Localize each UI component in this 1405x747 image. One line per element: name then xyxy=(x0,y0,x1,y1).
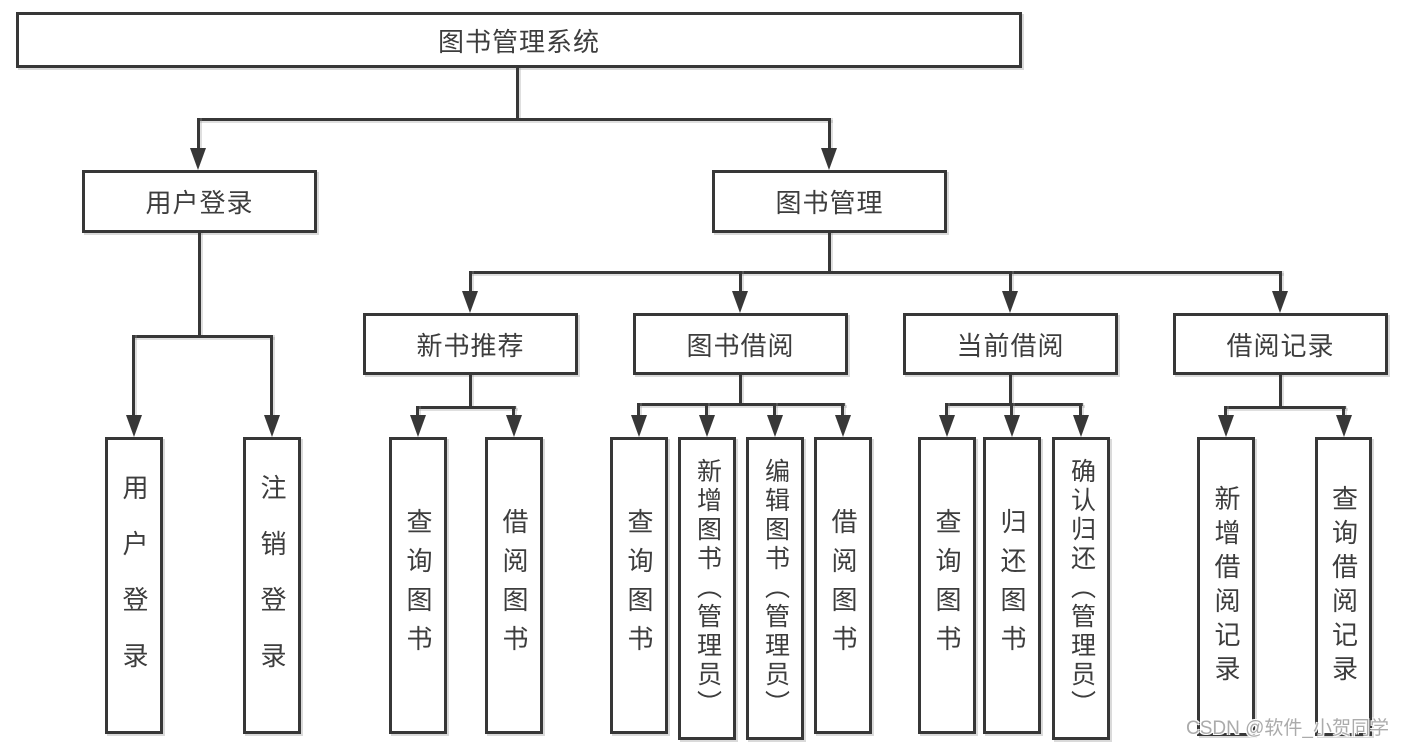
arrowhead-down-icon xyxy=(767,415,783,437)
arrowhead-down-icon xyxy=(1272,291,1288,313)
connector-v xyxy=(1342,406,1345,417)
connector-v xyxy=(1279,271,1282,293)
arrowhead-down-icon xyxy=(190,148,206,170)
connector-v xyxy=(516,68,519,118)
connector-h xyxy=(197,118,831,121)
connector-h xyxy=(469,271,1282,274)
leaf-query-borrow-record: 查询借阅记录 xyxy=(1315,437,1372,736)
leaf-borrow-books: 借阅图书 xyxy=(814,437,872,734)
connector-v xyxy=(773,403,776,417)
connector-v xyxy=(469,271,472,293)
arrowhead-down-icon xyxy=(462,291,478,313)
arrowhead-down-icon xyxy=(835,415,851,437)
connector-h xyxy=(132,335,273,338)
arrowhead-down-icon xyxy=(631,415,647,437)
arrowhead-down-icon xyxy=(1218,415,1234,437)
connector-h xyxy=(1224,406,1346,409)
node-library-management-system: 图书管理系统 xyxy=(16,12,1022,68)
arrowhead-down-icon xyxy=(264,415,280,437)
node-borrowing-records: 借阅记录 xyxy=(1173,313,1388,375)
connector-v xyxy=(637,403,640,417)
node-user-login: 用户登录 xyxy=(82,170,317,233)
leaf-add-books-admin: 新增图书（管理员） xyxy=(678,437,736,740)
connector-h xyxy=(416,406,516,409)
leaf-return-books: 归还图书 xyxy=(983,437,1041,734)
leaf-add-borrow-record: 新增借阅记录 xyxy=(1197,437,1255,736)
leaf-query-books-borrowing: 查询图书 xyxy=(610,437,668,734)
connector-v xyxy=(739,375,742,403)
node-new-book-recommendation: 新书推荐 xyxy=(363,313,578,375)
arrowhead-down-icon xyxy=(1073,415,1089,437)
leaf-logout: 注销登录 xyxy=(243,437,301,734)
connector-v xyxy=(1009,271,1012,293)
connector-v xyxy=(828,118,831,150)
connector-v xyxy=(945,403,948,417)
connector-v xyxy=(841,403,844,417)
leaf-user-login: 用户登录 xyxy=(105,437,163,734)
arrowhead-down-icon xyxy=(1336,415,1352,437)
csdn-watermark: CSDN @软件_小贺同学 xyxy=(1186,718,1389,739)
connector-v xyxy=(1009,375,1012,403)
arrowhead-down-icon xyxy=(732,291,748,313)
arrowhead-down-icon xyxy=(699,415,715,437)
connector-h xyxy=(637,403,845,406)
leaf-query-books-current: 查询图书 xyxy=(918,437,976,734)
connector-h xyxy=(945,403,1083,406)
connector-v xyxy=(198,233,201,335)
arrowhead-down-icon xyxy=(410,415,426,437)
connector-v xyxy=(1079,403,1082,417)
connector-v xyxy=(197,118,200,150)
arrowhead-down-icon xyxy=(126,415,142,437)
leaf-query-books-recommend: 查询图书 xyxy=(389,437,447,734)
connector-v xyxy=(1279,375,1282,406)
arrowhead-down-icon xyxy=(939,415,955,437)
leaf-edit-books-admin: 编辑图书（管理员） xyxy=(746,437,804,740)
arrowhead-down-icon xyxy=(821,148,837,170)
node-book-management: 图书管理 xyxy=(712,170,947,233)
connector-v xyxy=(416,406,419,417)
connector-v xyxy=(705,403,708,417)
connector-v xyxy=(1224,406,1227,417)
leaf-borrow-books-recommend: 借阅图书 xyxy=(485,437,543,734)
connector-v xyxy=(132,335,135,417)
connector-v xyxy=(512,406,515,417)
connector-v xyxy=(469,375,472,406)
arrowhead-down-icon xyxy=(1002,291,1018,313)
connector-v xyxy=(828,233,831,271)
arrowhead-down-icon xyxy=(1004,415,1020,437)
connector-v xyxy=(739,271,742,293)
node-book-borrowing: 图书借阅 xyxy=(633,313,848,375)
node-current-borrowing: 当前借阅 xyxy=(903,313,1118,375)
leaf-confirm-return-admin: 确认归还（管理员） xyxy=(1052,437,1110,740)
arrowhead-down-icon xyxy=(506,415,522,437)
connector-v xyxy=(270,335,273,417)
connector-v xyxy=(1010,403,1013,417)
